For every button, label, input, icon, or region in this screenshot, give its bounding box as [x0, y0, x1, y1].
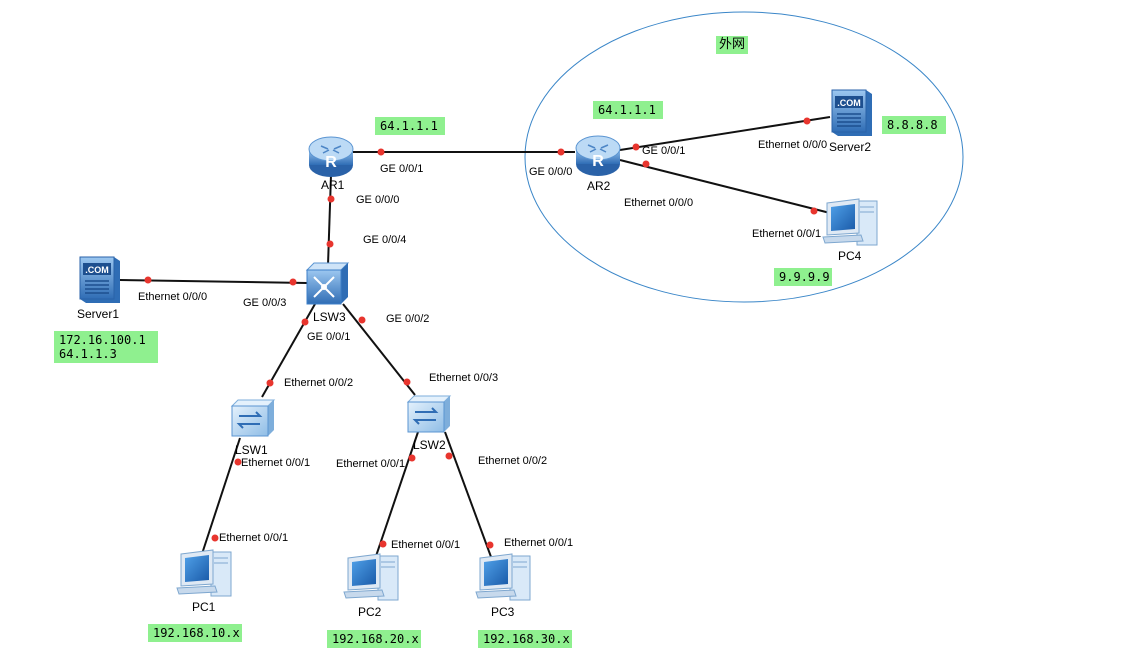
pc-icon[interactable] — [176, 549, 232, 597]
router-icon[interactable]: R — [575, 135, 621, 176]
port-dot — [301, 318, 309, 326]
switch-icon[interactable] — [230, 399, 276, 437]
link-ar2-server2 — [619, 116, 831, 151]
address-tag-server1: 172.16.100.1 64.1.1.3 — [54, 331, 158, 363]
port-label: Ethernet 0/0/1 — [241, 457, 311, 469]
link-ar2-pc4 — [619, 159, 831, 214]
port-label: Ethernet 0/0/0 — [138, 291, 208, 303]
port-dot — [377, 148, 385, 156]
svg-text:R: R — [592, 153, 604, 170]
port-dot — [642, 160, 650, 168]
port-label: Ethernet 0/0/1 — [336, 458, 406, 470]
external-network-label: 外网 — [716, 36, 749, 54]
port-dot — [403, 378, 411, 386]
port-dot — [326, 240, 334, 248]
port-dot — [358, 316, 366, 324]
device-name-pc3: PC3 — [491, 605, 515, 619]
device-name-server1: Server1 — [77, 307, 120, 321]
port-label: GE 0/0/2 — [386, 313, 430, 325]
server-icon[interactable]: .COM — [831, 89, 872, 136]
port-dot — [445, 452, 453, 460]
port-label: GE 0/0/3 — [243, 297, 287, 309]
external-network-region — [524, 11, 964, 303]
link-ar1-lsw3 — [327, 174, 332, 266]
pc-icon[interactable] — [475, 553, 531, 601]
svg-text:R: R — [325, 154, 337, 171]
pc-icon[interactable] — [343, 553, 399, 601]
port-dot — [557, 148, 565, 156]
address-tag-pc1: 192.168.10.x — [148, 624, 242, 642]
port-label: GE 0/0/4 — [363, 234, 407, 246]
device-name-ar1: AR1 — [321, 178, 345, 192]
port-label: GE 0/0/0 — [356, 194, 400, 206]
device-name-server2: Server2 — [829, 140, 872, 154]
svg-text:.COM: .COM — [85, 265, 109, 275]
device-name-pc1: PC1 — [192, 600, 216, 614]
port-label: Ethernet 0/0/2 — [478, 455, 548, 467]
port-label: Ethernet 0/0/1 — [752, 228, 822, 240]
port-dot — [379, 540, 387, 548]
port-dot — [803, 117, 811, 125]
server-icon[interactable]: .COM — [79, 256, 120, 303]
port-label: GE 0/0/0 — [529, 166, 573, 178]
device-name-pc2: PC2 — [358, 605, 382, 619]
port-dot — [266, 379, 274, 387]
port-label: Ethernet 0/0/2 — [284, 377, 354, 389]
port-label: Ethernet 0/0/1 — [391, 539, 461, 551]
device-name-lsw1: LSW1 — [235, 443, 268, 457]
address-tag-pc3: 192.168.30.x — [478, 630, 572, 648]
link-lsw2-pc3 — [444, 431, 495, 566]
port-dot — [144, 276, 152, 284]
port-dot — [632, 143, 640, 151]
device-name-pc4: PC4 — [838, 249, 862, 263]
port-dot — [234, 458, 242, 466]
port-label: GE 0/0/1 — [642, 145, 686, 157]
port-label: Ethernet 0/0/3 — [429, 372, 499, 384]
port-dot — [211, 534, 219, 542]
port-label: Ethernet 0/0/0 — [758, 139, 828, 151]
address-tag-pc4: 9.9.9.9 — [774, 268, 832, 286]
core-switch-icon[interactable] — [305, 262, 350, 305]
port-dot — [810, 207, 818, 215]
port-label: GE 0/0/1 — [307, 331, 351, 343]
address-tag-ar1: 64.1.1.1 — [375, 117, 445, 135]
port-dot — [408, 454, 416, 462]
svg-text:.COM: .COM — [837, 98, 861, 108]
device-name-ar2: AR2 — [587, 179, 611, 193]
port-label: GE 0/0/1 — [380, 163, 424, 175]
port-label: Ethernet 0/0/1 — [504, 537, 574, 549]
link-lsw1-pc1 — [199, 437, 241, 561]
address-tag-server2: 8.8.8.8 — [882, 116, 946, 134]
address-tag-pc2: 192.168.20.x — [327, 630, 421, 648]
port-dot — [327, 195, 335, 203]
port-dot — [486, 541, 494, 549]
port-dot — [289, 278, 297, 286]
port-label: Ethernet 0/0/1 — [219, 532, 289, 544]
device-name-lsw3: LSW3 — [313, 310, 346, 324]
address-tag-ar2: 64.1.1.1 — [593, 101, 663, 119]
port-label: Ethernet 0/0/0 — [624, 197, 694, 209]
device-name-lsw2: LSW2 — [413, 438, 446, 452]
router-icon[interactable]: R — [308, 136, 354, 177]
link-lsw3-lsw2 — [342, 303, 416, 396]
pc-icon[interactable] — [822, 198, 878, 246]
switch-icon[interactable] — [406, 395, 452, 433]
